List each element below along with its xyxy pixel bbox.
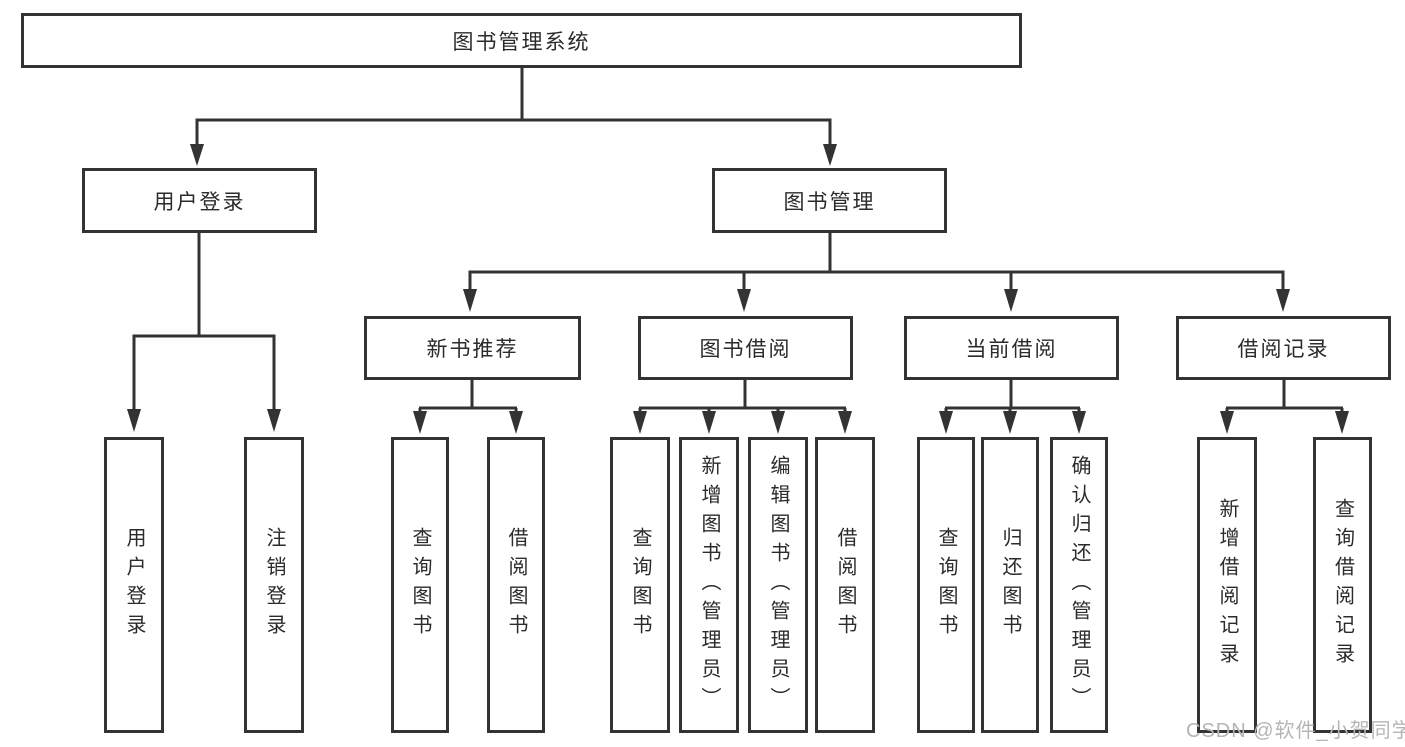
leaf-add-borrow-record-label: 新增借阅记录 bbox=[1216, 498, 1238, 672]
leaf-query-books-current-label: 查询图书 bbox=[935, 527, 957, 643]
leaf-borrow-books: 借阅图书 bbox=[815, 437, 875, 733]
node-current-borrowing-label: 当前借阅 bbox=[965, 338, 1058, 361]
leaf-borrow-books-recommend: 借阅图书 bbox=[487, 437, 545, 733]
root-node-library-system: 图书管理系统 bbox=[21, 13, 1022, 68]
node-user-login-label: 用户登录 bbox=[153, 190, 246, 214]
leaf-logout-label: 注销登录 bbox=[263, 527, 285, 643]
leaf-add-book-admin: 新增图书（管理员） bbox=[679, 437, 739, 733]
leaf-add-book-admin-label: 新增图书（管理员） bbox=[698, 454, 720, 716]
leaf-add-borrow-record: 新增借阅记录 bbox=[1197, 437, 1257, 733]
leaf-query-books-current: 查询图书 bbox=[917, 437, 975, 733]
leaf-edit-book-admin: 编辑图书（管理员） bbox=[748, 437, 808, 733]
leaf-query-borrow-record: 查询借阅记录 bbox=[1313, 437, 1372, 733]
arrowheads bbox=[127, 144, 1349, 434]
node-book-borrowing: 图书借阅 bbox=[638, 316, 853, 380]
node-book-borrowing-label: 图书借阅 bbox=[699, 338, 792, 361]
node-new-book-recommendation: 新书推荐 bbox=[364, 316, 581, 380]
leaf-return-book-label: 归还图书 bbox=[999, 527, 1021, 643]
leaf-query-books-borrowing: 查询图书 bbox=[610, 437, 670, 733]
node-borrowing-records: 借阅记录 bbox=[1176, 316, 1391, 380]
leaf-logout: 注销登录 bbox=[244, 437, 304, 733]
node-book-management: 图书管理 bbox=[712, 168, 947, 233]
leaf-query-books-recommend-label: 查询图书 bbox=[409, 527, 431, 643]
node-new-book-recommendation-label: 新书推荐 bbox=[426, 338, 519, 361]
node-user-login: 用户登录 bbox=[82, 168, 317, 233]
leaf-query-books-borrowing-label: 查询图书 bbox=[629, 527, 651, 643]
csdn-watermark: CSDN @软件_小贺同学 bbox=[1186, 720, 1405, 742]
leaf-user-login: 用户登录 bbox=[104, 437, 164, 733]
leaf-confirm-return-admin-label: 确认归还（管理员） bbox=[1068, 454, 1090, 716]
leaf-edit-book-admin-label: 编辑图书（管理员） bbox=[767, 454, 789, 716]
leaf-confirm-return-admin: 确认归还（管理员） bbox=[1050, 437, 1108, 733]
leaf-query-books-recommend: 查询图书 bbox=[391, 437, 449, 733]
node-book-management-label: 图书管理 bbox=[783, 190, 876, 214]
node-borrowing-records-label: 借阅记录 bbox=[1237, 338, 1330, 361]
leaf-user-login-label: 用户登录 bbox=[123, 527, 145, 643]
leaf-borrow-books-label: 借阅图书 bbox=[834, 527, 856, 643]
node-current-borrowing: 当前借阅 bbox=[904, 316, 1119, 380]
root-node-label: 图书管理系统 bbox=[452, 30, 591, 54]
leaf-borrow-books-recommend-label: 借阅图书 bbox=[505, 527, 527, 643]
leaf-return-book: 归还图书 bbox=[981, 437, 1039, 733]
leaf-query-borrow-record-label: 查询借阅记录 bbox=[1331, 498, 1354, 672]
